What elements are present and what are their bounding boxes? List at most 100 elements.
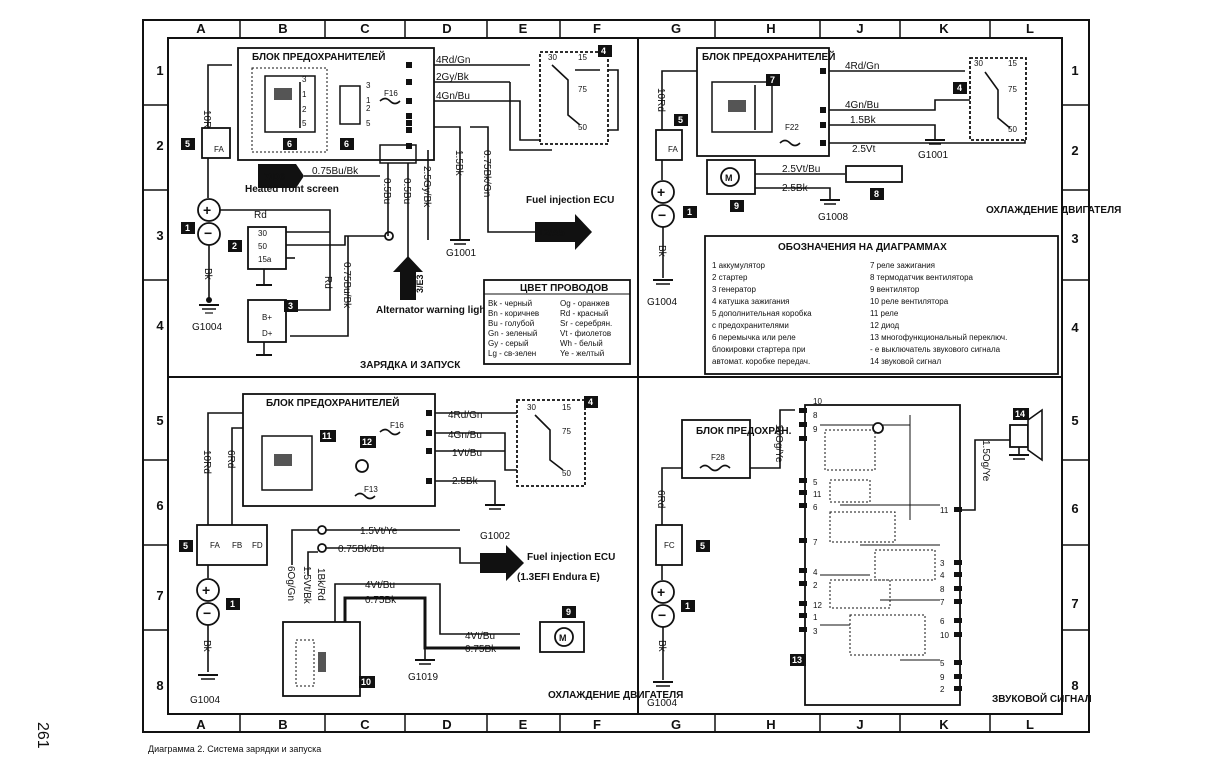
svg-text:G: G: [671, 717, 681, 732]
svg-text:Alternator warning light: Alternator warning light: [376, 305, 489, 316]
svg-text:Lg - св-зелен: Lg - св-зелен: [488, 349, 536, 358]
svg-text:30: 30: [974, 59, 983, 68]
svg-text:2: 2: [1071, 143, 1078, 158]
svg-text:автомат. коробке передач.: автомат. коробке передач.: [712, 357, 810, 366]
svg-text:C: C: [360, 21, 370, 36]
svg-text:8: 8: [1071, 678, 1078, 693]
svg-text:2.5Bk: 2.5Bk: [782, 183, 809, 194]
svg-text:11: 11: [322, 431, 332, 441]
svg-text:M: M: [559, 633, 567, 643]
svg-text:7: 7: [813, 538, 818, 547]
svg-text:2: 2: [156, 138, 163, 153]
svg-text:(1.3EFI Endura E): (1.3EFI Endura E): [517, 572, 600, 583]
svg-text:2Gy/Bk: 2Gy/Bk: [436, 72, 470, 83]
svg-text:1: 1: [813, 613, 818, 622]
wire-color-table: ЦВЕТ ПРОВОДОВ Bk - черный Bn - коричнев …: [483, 279, 631, 365]
svg-text:14: 14: [1015, 409, 1025, 419]
svg-text:+: +: [203, 202, 211, 218]
svg-text:Bn - коричнев: Bn - коричнев: [488, 309, 539, 318]
svg-text:5: 5: [185, 139, 190, 149]
svg-text:10Og/Ye: 10Og/Ye: [773, 424, 784, 463]
svg-text:12: 12: [813, 601, 822, 610]
svg-text:G1002: G1002: [480, 531, 510, 542]
svg-text:8: 8: [813, 411, 818, 420]
svg-text:4Rd/Gn: 4Rd/Gn: [845, 61, 879, 72]
grid-rows-right: 1 2 3 4 5 6 7 8: [1071, 63, 1079, 693]
svg-text:−: −: [203, 605, 211, 621]
svg-text:7: 7: [770, 75, 775, 85]
svg-text:4Gn/Bu: 4Gn/Bu: [845, 100, 879, 111]
svg-text:ЗАРЯДКА И ЗАПУСК: ЗАРЯДКА И ЗАПУСК: [360, 360, 461, 371]
svg-text:J: J: [856, 717, 863, 732]
svg-text:3: 3: [288, 301, 293, 311]
svg-text:Heated front screen: Heated front screen: [245, 184, 339, 195]
svg-text:Ye - желтый: Ye - желтый: [560, 349, 604, 358]
svg-text:D: D: [442, 21, 451, 36]
svg-text:7 реле зажигания: 7 реле зажигания: [870, 261, 935, 270]
q3-fuse-block: [242, 393, 436, 507]
svg-text:- е выключатель звукового сигн: - е выключатель звукового сигнала: [870, 345, 1001, 354]
svg-text:3/E3: 3/E3: [415, 274, 425, 293]
svg-text:15: 15: [578, 53, 587, 62]
svg-text:1: 1: [1071, 63, 1078, 78]
svg-text:D+: D+: [262, 329, 273, 338]
svg-text:5: 5: [1071, 413, 1078, 428]
svg-text:12/A5: 12/A5: [538, 228, 565, 239]
svg-text:4Gn/Bu: 4Gn/Bu: [436, 91, 470, 102]
q2-engine-cooling: БЛОК ПРЕДОХРАНИТЕЛЕЙ 7 4Rd/Gn 4Gn/Bu 1.5…: [647, 47, 1121, 308]
mfs-left-pins: 10 8 9 5 11 6 7 4 2 12 1 3: [813, 397, 822, 636]
svg-text:15: 15: [1008, 59, 1017, 68]
svg-text:Sr - серебрян.: Sr - серебрян.: [560, 319, 612, 328]
svg-text:9: 9: [813, 425, 818, 434]
svg-text:1: 1: [185, 223, 190, 233]
svg-text:F22: F22: [785, 123, 799, 132]
svg-text:FA: FA: [210, 541, 220, 550]
q1-fuse-block: [237, 47, 435, 161]
svg-text:с предохранителями: с предохранителями: [712, 321, 789, 330]
grid-rows-left: 1 2 3 4 5 6 7 8: [156, 63, 164, 693]
svg-text:75: 75: [562, 427, 571, 436]
svg-text:10Rd: 10Rd: [201, 110, 212, 134]
svg-text:5: 5: [302, 119, 307, 128]
svg-text:G: G: [671, 21, 681, 36]
svg-text:6: 6: [287, 139, 292, 149]
svg-text:4 катушка зажигания: 4 катушка зажигания: [712, 297, 790, 306]
grid-cols-bottom: A B C D E F G H J K L: [196, 717, 1034, 732]
svg-text:14 звуковой сигнал: 14 звуковой сигнал: [870, 357, 941, 366]
svg-text:9: 9: [566, 607, 571, 617]
svg-text:G1008: G1008: [818, 212, 848, 223]
svg-text:1: 1: [687, 207, 692, 217]
svg-text:10: 10: [361, 677, 371, 687]
svg-text:8: 8: [940, 585, 945, 594]
svg-text:Bk - черный: Bk - черный: [488, 299, 532, 308]
svg-text:6: 6: [156, 498, 163, 513]
svg-text:G1004: G1004: [647, 297, 677, 308]
svg-text:7/D6: 7/D6: [264, 172, 286, 183]
page-number: 261: [34, 722, 51, 749]
svg-text:10: 10: [940, 631, 949, 640]
svg-text:3 генератор: 3 генератор: [712, 285, 756, 294]
svg-text:1.5Vt/Bk: 1.5Vt/Bk: [301, 566, 312, 605]
svg-text:2: 2: [366, 104, 371, 113]
svg-text:4: 4: [813, 568, 818, 577]
svg-text:БЛОК ПРЕДОХРАНИТЕЛЕЙ: БЛОК ПРЕДОХРАНИТЕЛЕЙ: [266, 396, 399, 409]
svg-text:10: 10: [813, 397, 822, 406]
svg-text:0.75Bk: 0.75Bk: [365, 595, 397, 606]
svg-text:3: 3: [1071, 231, 1078, 246]
svg-text:10Rd: 10Rd: [201, 450, 212, 474]
svg-text:1Vt/Bu: 1Vt/Bu: [452, 448, 482, 459]
svg-text:3: 3: [156, 228, 163, 243]
svg-text:50: 50: [562, 469, 571, 478]
svg-text:8: 8: [156, 678, 163, 693]
svg-text:2.5Bk: 2.5Bk: [452, 476, 479, 487]
svg-text:L: L: [1026, 717, 1034, 732]
svg-text:4Gn/Bu: 4Gn/Bu: [448, 430, 482, 441]
svg-text:9: 9: [734, 201, 739, 211]
svg-text:L: L: [1026, 21, 1034, 36]
svg-text:B: B: [278, 21, 287, 36]
svg-text:5: 5: [183, 541, 188, 551]
q2-fuse-block: [696, 47, 830, 157]
svg-text:3: 3: [813, 627, 818, 636]
svg-text:1.5Bk: 1.5Bk: [850, 115, 877, 126]
